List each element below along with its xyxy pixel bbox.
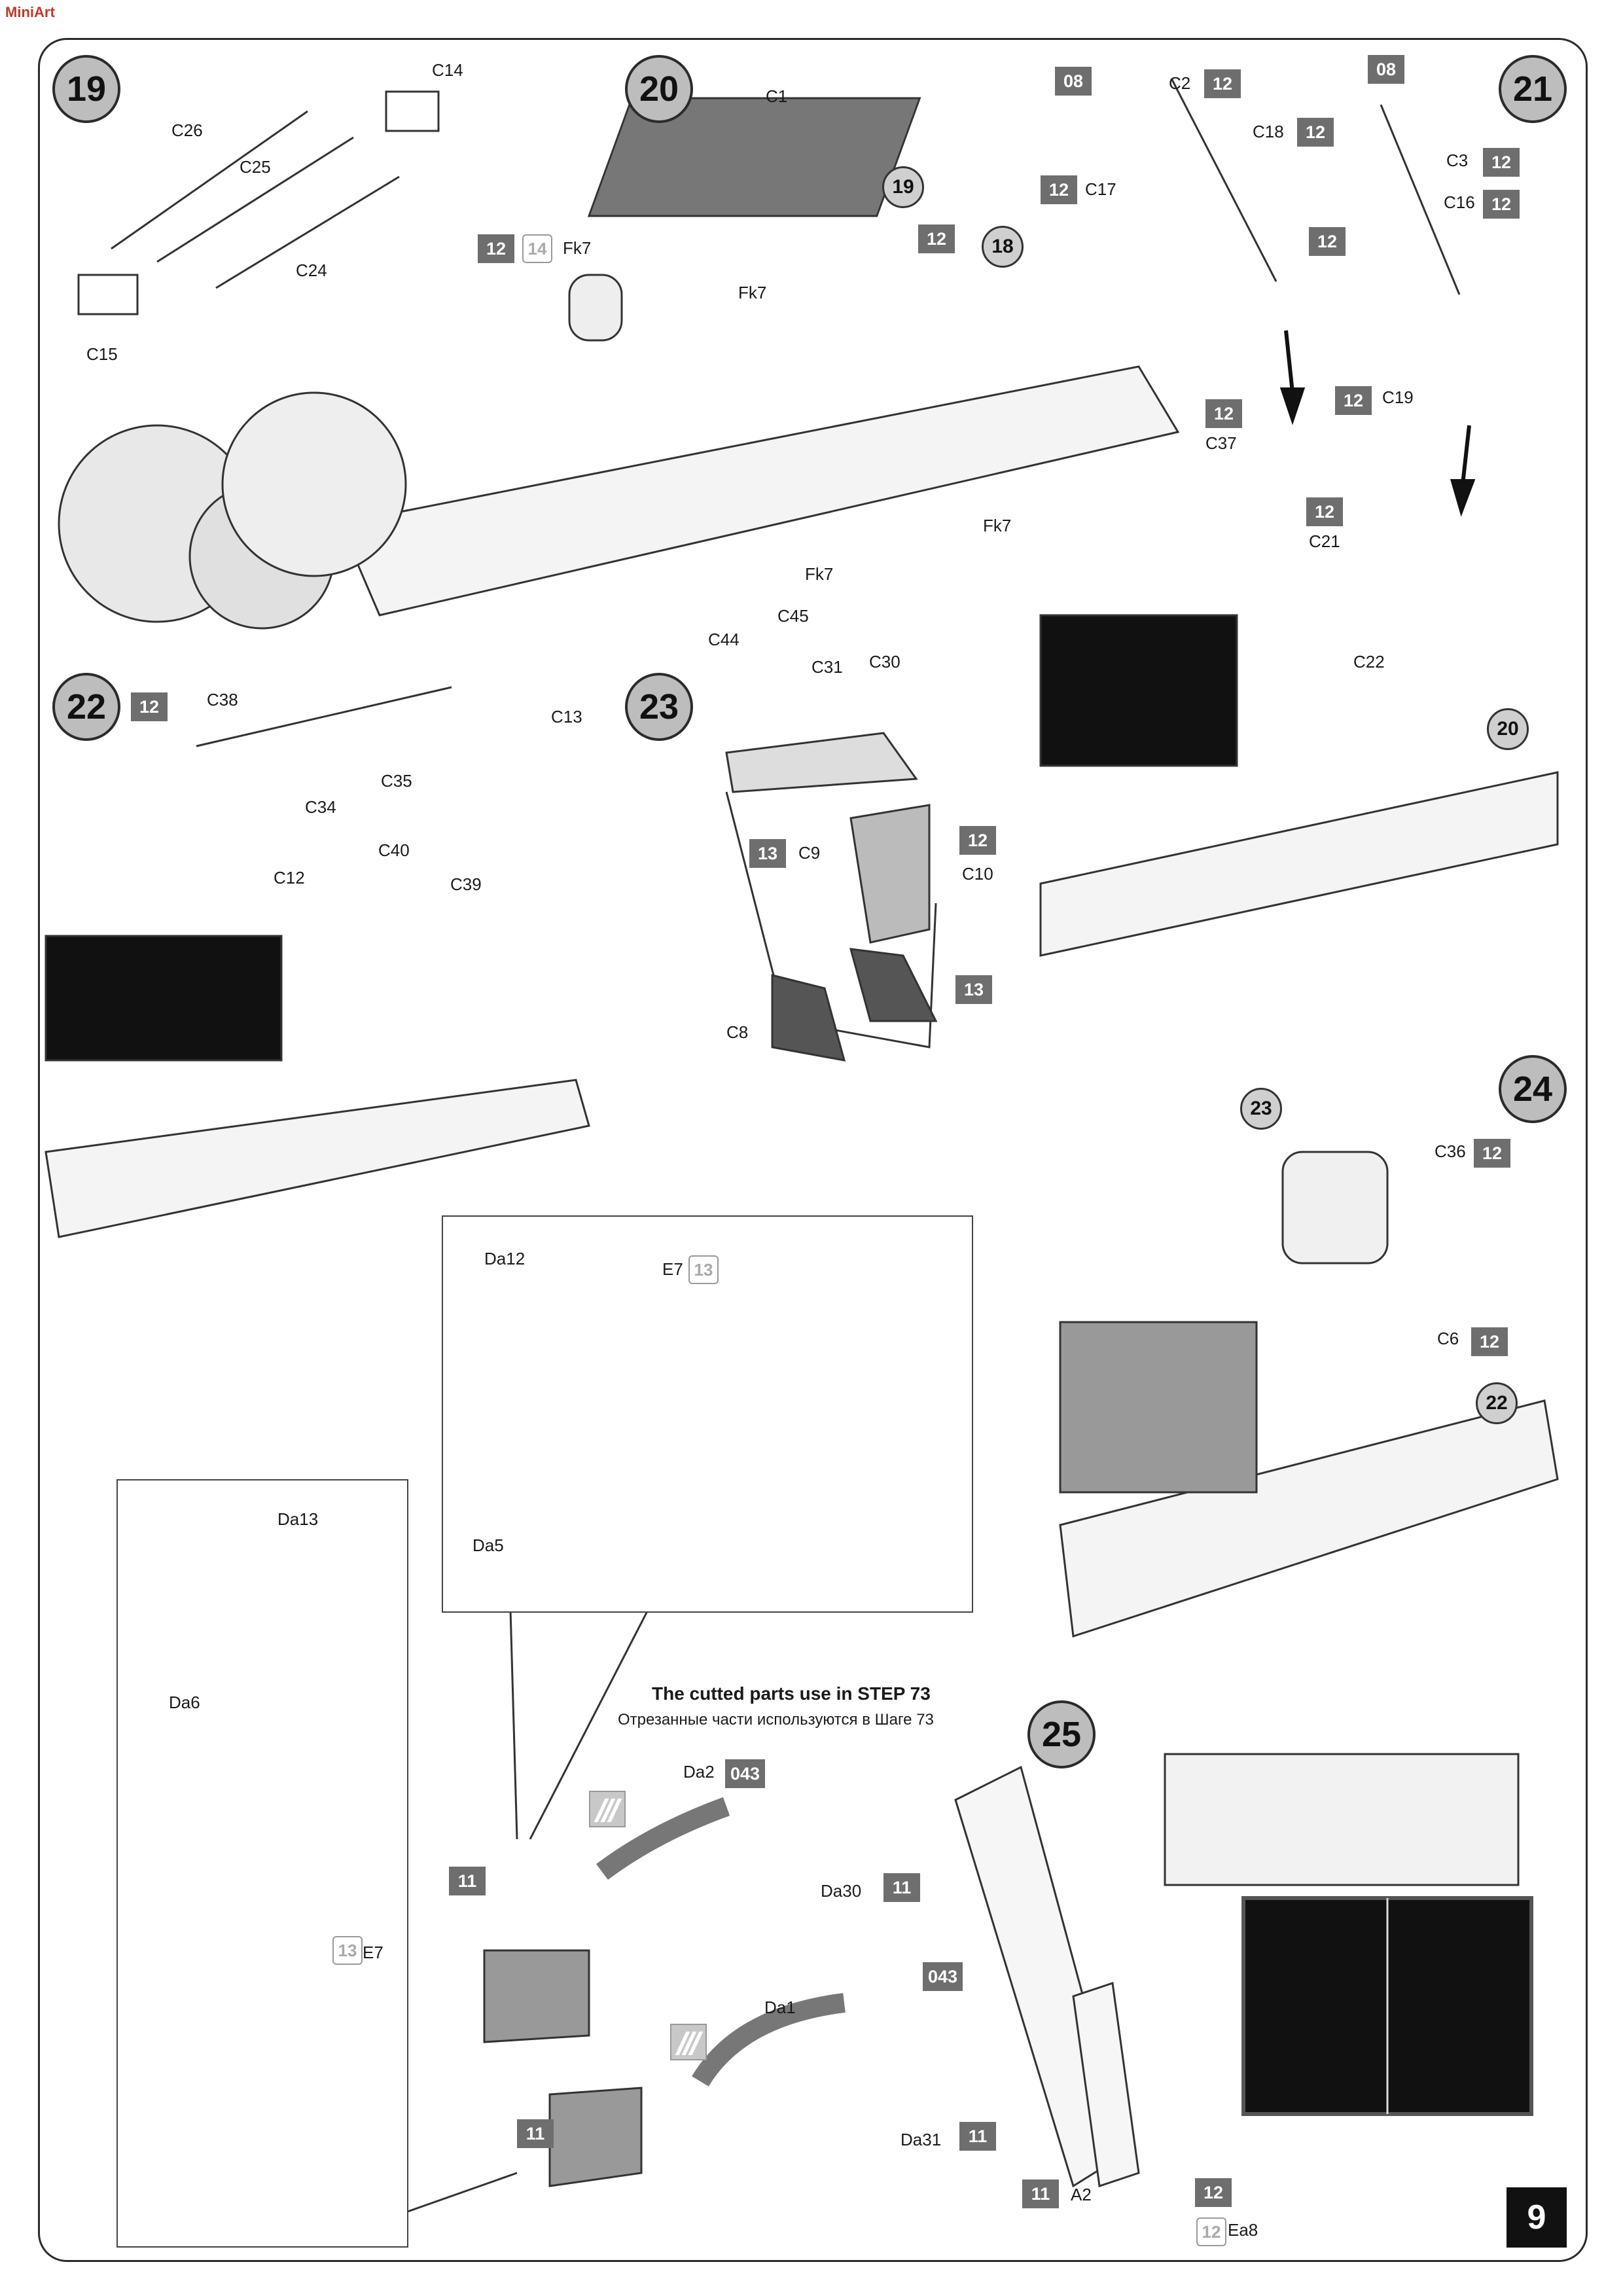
part-label: C37 [1205, 433, 1237, 453]
part-label: C45 [777, 606, 809, 626]
paint-badge: 11 [883, 1873, 920, 1902]
part-label: C34 [305, 797, 336, 817]
part-label: C12 [274, 868, 305, 888]
part-label: C14 [432, 60, 463, 80]
part-label: C24 [296, 260, 327, 280]
paint-badge: 08 [1055, 67, 1092, 96]
quantity-badge: 13 [688, 1255, 719, 1284]
paint-badge: 13 [749, 839, 786, 868]
part-label: Fk7 [983, 516, 1012, 535]
paint-badge: 12 [1483, 148, 1520, 177]
ref-subassembly: 19 [882, 166, 924, 208]
part-label: C3 [1446, 151, 1469, 170]
page-frame [38, 38, 1588, 2262]
paint-badge: 12 [1471, 1327, 1508, 1356]
part-label-c6-visible: C6 [1437, 1329, 1459, 1348]
paint-badge: 12 [1041, 175, 1077, 204]
quantity-badge: 14 [522, 234, 552, 263]
part-label: C26 [171, 120, 203, 140]
part-label: C16 [1444, 192, 1475, 212]
part-label: C30 [869, 652, 901, 672]
step-number: 20 [625, 55, 693, 123]
part-label: C36 [1435, 1141, 1466, 1161]
part-label: Da13 [277, 1509, 319, 1529]
cut-icon [589, 1791, 626, 1827]
part-label: Da30 [821, 1881, 862, 1901]
part-label: C39 [450, 874, 482, 894]
paint-badge: 12 [959, 826, 996, 855]
paint-badge: 12 [1335, 386, 1372, 415]
ref-subassembly: 20 [1487, 708, 1529, 750]
part-label: C40 [378, 840, 410, 860]
cut-parts-note-en: The cutted parts use in STEP 73 [652, 1683, 931, 1704]
part-label: Fk7 [805, 564, 834, 584]
part-label: E7 [363, 1943, 383, 1962]
paint-badge: 12 [918, 224, 955, 253]
part-label: Fk7 [738, 283, 767, 302]
paint-badge: 043 [725, 1759, 766, 1788]
paint-badge: 11 [1022, 2179, 1059, 2208]
brand-logo: MiniArt [5, 4, 55, 20]
paint-badge: 12 [1195, 2178, 1232, 2207]
part-label: C13 [551, 707, 582, 726]
part-label: C9 [798, 843, 821, 863]
paint-badge: 11 [449, 1867, 486, 1895]
page-number: 9 [1507, 2187, 1567, 2248]
part-label: C38 [207, 690, 238, 709]
part-label: Da12 [484, 1249, 526, 1268]
part-label: C2 [1169, 73, 1191, 93]
paint-badge: 12 [478, 234, 514, 263]
paint-badge: 12 [1483, 190, 1520, 219]
part-label: C10 [962, 864, 993, 884]
part-label: C21 [1309, 531, 1340, 551]
paint-badge: 12 [1306, 497, 1343, 526]
part-label: C25 [240, 157, 271, 177]
step-number: 21 [1499, 55, 1567, 123]
ref-subassembly: 23 [1240, 1088, 1282, 1130]
part-label: C17 [1085, 179, 1116, 199]
quantity-badge: 13 [332, 1936, 363, 1965]
part-label: C35 [381, 771, 412, 791]
part-label: Da6 [169, 1693, 200, 1712]
step-number: 22 [52, 673, 120, 741]
part-label: C18 [1253, 122, 1284, 141]
inset-left [116, 1479, 408, 2248]
cut-parts-note-ru: Отрезанные части используются в Шаге 73 [618, 1711, 934, 1729]
paint-badge: 11 [517, 2119, 554, 2148]
ref-subassembly: 22 [1476, 1382, 1518, 1424]
part-label: C44 [708, 630, 740, 649]
paint-badge: 12 [1309, 227, 1346, 256]
part-label: A2 [1071, 2185, 1092, 2204]
part-label: C19 [1382, 387, 1414, 407]
inset-upper [442, 1215, 973, 1613]
paint-badge: 13 [955, 975, 992, 1004]
part-label: Da5 [473, 1535, 504, 1555]
paint-badge: 12 [1205, 399, 1242, 428]
part-label: C8 [726, 1022, 749, 1042]
paint-badge: 12 [1297, 118, 1334, 147]
part-label: E7 [662, 1259, 683, 1279]
paint-badge: 043 [923, 1962, 963, 1991]
part-label: Da2 [683, 1762, 715, 1782]
paint-badge: 12 [131, 692, 168, 721]
ref-subassembly: 18 [982, 226, 1024, 268]
step-number: 25 [1027, 1700, 1096, 1768]
part-label: Fk7 [563, 238, 592, 258]
step-number: 19 [52, 55, 120, 123]
paint-badge: 12 [1474, 1139, 1510, 1168]
part-label: Da1 [764, 1998, 796, 2017]
part-label: C15 [86, 344, 118, 364]
part-label: Da31 [901, 2130, 942, 2149]
paint-badge: 12 [1204, 69, 1241, 98]
part-label: C22 [1353, 652, 1385, 672]
part-label: C31 [812, 657, 843, 677]
part-label: Ea8 [1228, 2220, 1258, 2240]
paint-badge: 11 [959, 2122, 996, 2151]
part-label: C1 [766, 86, 788, 106]
step-number: 24 [1499, 1055, 1567, 1123]
quantity-badge: 12 [1196, 2217, 1226, 2246]
cut-icon [670, 2024, 707, 2060]
paint-badge: 08 [1368, 55, 1404, 84]
step-number: 23 [625, 673, 693, 741]
